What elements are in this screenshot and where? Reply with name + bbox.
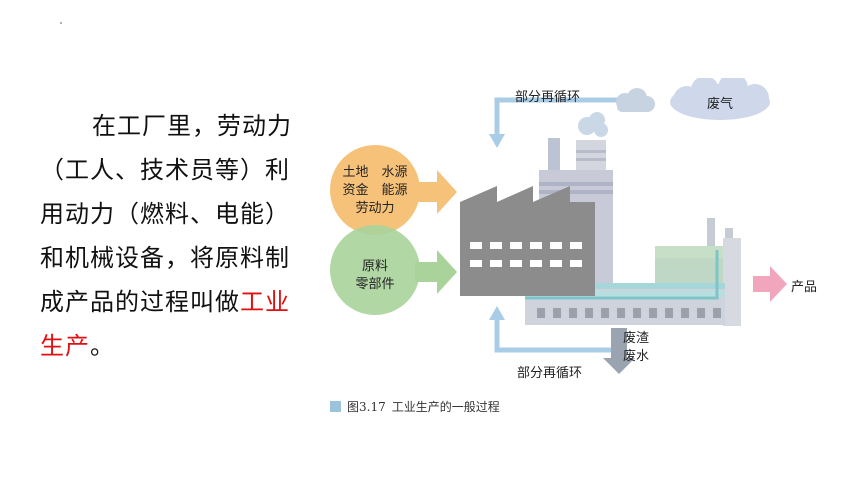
industrial-process-diagram: 部分再循环 废气 土地 水源 资金 能源 劳动力 原料 零部件 产品 废渣 废水… bbox=[325, 78, 845, 388]
pipe-line bbox=[525, 250, 719, 300]
paragraph-line-6: 生产。 bbox=[40, 324, 302, 368]
input-top-line-3: 劳动力 bbox=[355, 201, 395, 216]
factory-building bbox=[460, 186, 595, 296]
highlight-term-part1: 工业 bbox=[240, 288, 290, 316]
diagram-graphics bbox=[330, 78, 787, 374]
recycle-bottom-arrowhead bbox=[489, 306, 505, 320]
input-bottom-label: 原料 零部件 bbox=[325, 258, 425, 294]
chimney-smoke bbox=[578, 112, 608, 137]
waste-label: 废渣 废水 bbox=[623, 330, 649, 366]
slide-dot bbox=[60, 22, 62, 24]
input-top-line-2: 资金 能源 bbox=[342, 183, 408, 198]
recycle-top-arrow bbox=[494, 97, 625, 136]
recycle-bottom-label: 部分再循环 bbox=[517, 366, 583, 381]
waste-arrow bbox=[603, 328, 635, 374]
input-circle-top bbox=[330, 145, 420, 235]
product-arrow bbox=[753, 266, 787, 302]
paragraph-line-4: 和机械设备，将原料制 bbox=[40, 244, 290, 272]
recycle-top-label: 部分再循环 bbox=[515, 90, 581, 105]
input-arrow-top bbox=[415, 170, 457, 214]
input-top-line-1: 土地 水源 bbox=[342, 165, 408, 180]
paragraph-line-3: 用动力（燃料、电能） bbox=[40, 200, 290, 228]
smoke-cloud bbox=[616, 88, 655, 112]
figure-number: 图3.17 bbox=[347, 400, 386, 414]
factory-windows bbox=[470, 242, 582, 267]
highlight-term-part2: 生产 bbox=[40, 332, 90, 360]
paragraph-line-6-tail: 。 bbox=[90, 332, 115, 360]
product-label: 产品 bbox=[791, 280, 818, 295]
recycle-bottom-arrow bbox=[494, 318, 627, 353]
input-bottom-line-2: 零部件 bbox=[355, 277, 395, 292]
input-bottom-line-1: 原料 bbox=[361, 259, 388, 274]
waste-gas-label: 废气 bbox=[707, 97, 734, 112]
chimney-left bbox=[548, 138, 560, 178]
recycle-top-arrowhead bbox=[489, 134, 505, 148]
input-top-label: 土地 水源 资金 能源 劳动力 bbox=[325, 164, 425, 218]
conveyor-slots bbox=[537, 308, 721, 318]
waste-gas-cloud bbox=[670, 78, 770, 120]
figure-title: 工业生产的一般过程 bbox=[391, 400, 500, 414]
input-circle-bottom bbox=[330, 225, 420, 315]
side-panel bbox=[723, 238, 741, 326]
waste-line-2: 废水 bbox=[623, 349, 650, 364]
caption-marker bbox=[330, 401, 341, 412]
pipe-stack bbox=[707, 218, 715, 248]
input-arrow-bottom bbox=[415, 250, 457, 294]
figure-caption: 图3.17 工业生产的一般过程 bbox=[330, 398, 500, 415]
paragraph-line-5-text: 成产品的过程叫做 bbox=[40, 288, 240, 316]
waste-line-1: 废渣 bbox=[623, 331, 650, 346]
main-paragraph: 在工厂里，劳动力 （工人、技术员等）利 用动力（燃料、电能） 和机械设备，将原料… bbox=[40, 104, 302, 368]
paragraph-line-2: （工人、技术员等）利 bbox=[40, 156, 290, 184]
paragraph-line-1: 在工厂里，劳动力 bbox=[92, 112, 292, 140]
paragraph-line-5: 成产品的过程叫做工业 bbox=[40, 280, 302, 324]
